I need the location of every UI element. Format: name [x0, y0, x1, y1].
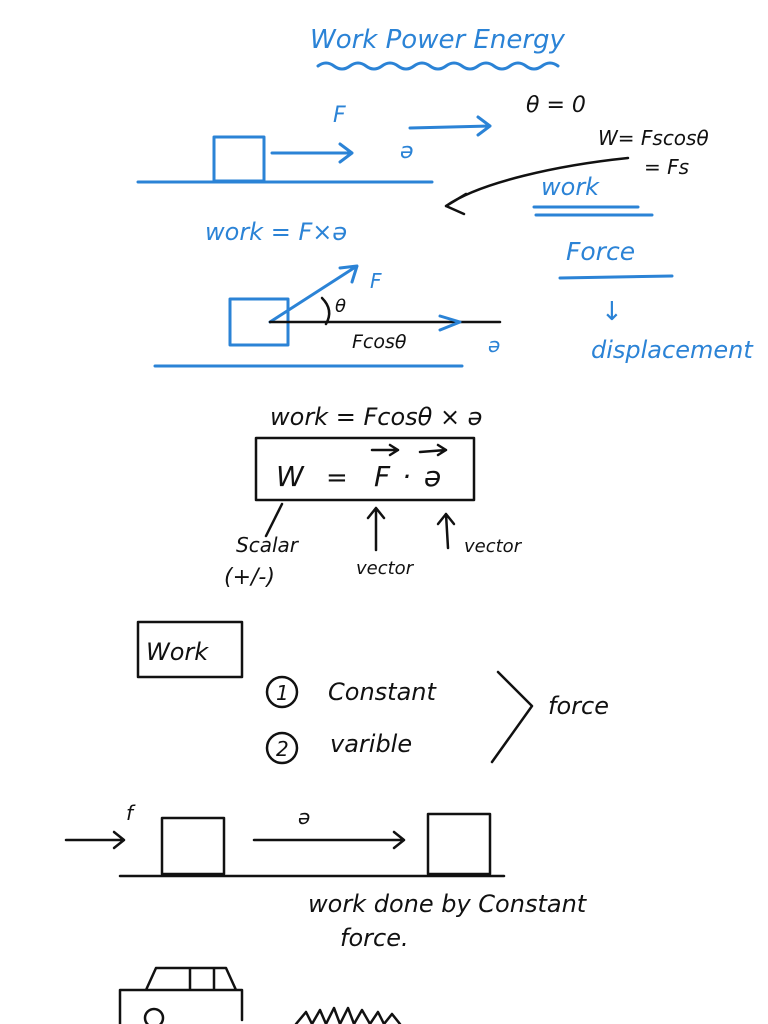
work-heading: Work [146, 638, 209, 666]
side-displacement: displacement [591, 336, 754, 364]
boxed-f: F [374, 460, 391, 493]
force-label-2: F [370, 269, 382, 293]
scalar-pointer [264, 502, 284, 538]
scalar-label: Scalar [236, 533, 300, 557]
caption-line-1: work done by Constant [308, 890, 588, 918]
type-variable: varible [330, 730, 412, 758]
vector-arrow-s [418, 443, 448, 457]
side-arrow: ↓ [601, 297, 623, 327]
block-3-end [426, 812, 492, 876]
disp-arrow-3 [252, 830, 406, 850]
diagram-horizontal-force: F ə θ = 0 W= Fscosθ = Fs work = F×ə [136, 93, 709, 246]
caption-line-2: force. [340, 924, 409, 952]
theta-zero: θ = 0 [526, 93, 586, 118]
side-force: Force [566, 237, 635, 266]
w-formula: W= Fscosθ [598, 126, 709, 150]
disp-arrow-1 [408, 115, 492, 137]
fcos-label: Fcosθ [352, 331, 407, 353]
side-work: work [541, 173, 600, 201]
diagram-inclined-force: F θ Fcosθ ə [153, 264, 502, 368]
vector-arrow-f [370, 443, 400, 457]
types-brace [490, 670, 534, 764]
force-label-3: f [126, 801, 136, 825]
vector-label-1: vector [356, 558, 415, 579]
disp-label-1: ə [400, 139, 414, 164]
type-constant: Constant [328, 678, 437, 706]
vector-pointer-1 [366, 506, 386, 552]
vector-pointer-2 [436, 512, 456, 550]
number-2: 2 [276, 737, 289, 761]
types-force: force [548, 692, 609, 720]
title-underline [316, 61, 560, 71]
boxed-s: ə [424, 460, 441, 493]
block-3-start [160, 816, 226, 876]
work-heading-box [136, 620, 244, 679]
force-arrow-1 [270, 142, 354, 164]
disp-label-2: ə [488, 333, 500, 357]
side-notes: work Force ↓ displacement [532, 173, 754, 364]
car-sketch [118, 966, 402, 1024]
formula-box [254, 436, 476, 502]
page-title: Work Power Energy [310, 25, 566, 55]
work-formula: work = Fcosθ × ə [270, 403, 483, 431]
disp-label-3: ə [298, 805, 310, 829]
boxed-w: W [276, 460, 305, 493]
force-arrow-2 [268, 264, 359, 324]
force-arrow-3 [64, 830, 126, 850]
w-result: = Fs [644, 155, 689, 179]
side-force-line [558, 274, 674, 280]
number-circle-2 [265, 731, 299, 765]
curved-arrow [444, 156, 630, 216]
force-label-1: F [333, 103, 346, 128]
sign-label: (+/-) [224, 565, 275, 590]
theta-label: θ [335, 296, 346, 317]
vector-label-2: vector [464, 536, 523, 557]
car-wheel [143, 1007, 165, 1024]
number-1: 1 [276, 681, 289, 705]
angle-arc [320, 296, 331, 326]
car-body [118, 966, 244, 1024]
scribble [294, 1006, 402, 1024]
diagram-constant-force: f ə work done by Constant force. [64, 801, 588, 952]
horizontal-arrowhead [438, 314, 462, 332]
work-eq-1: work = F×ə [205, 218, 347, 246]
formula-block: work = Fcosθ × ə W = F · ə Scalar (+/-) … [224, 403, 523, 590]
boxed-dot: · [402, 460, 411, 493]
work-types: Work 1 Constant 2 varible force [136, 620, 609, 765]
boxed-eq: = [326, 463, 348, 493]
block-1 [212, 135, 266, 183]
number-circle-1 [265, 675, 299, 709]
